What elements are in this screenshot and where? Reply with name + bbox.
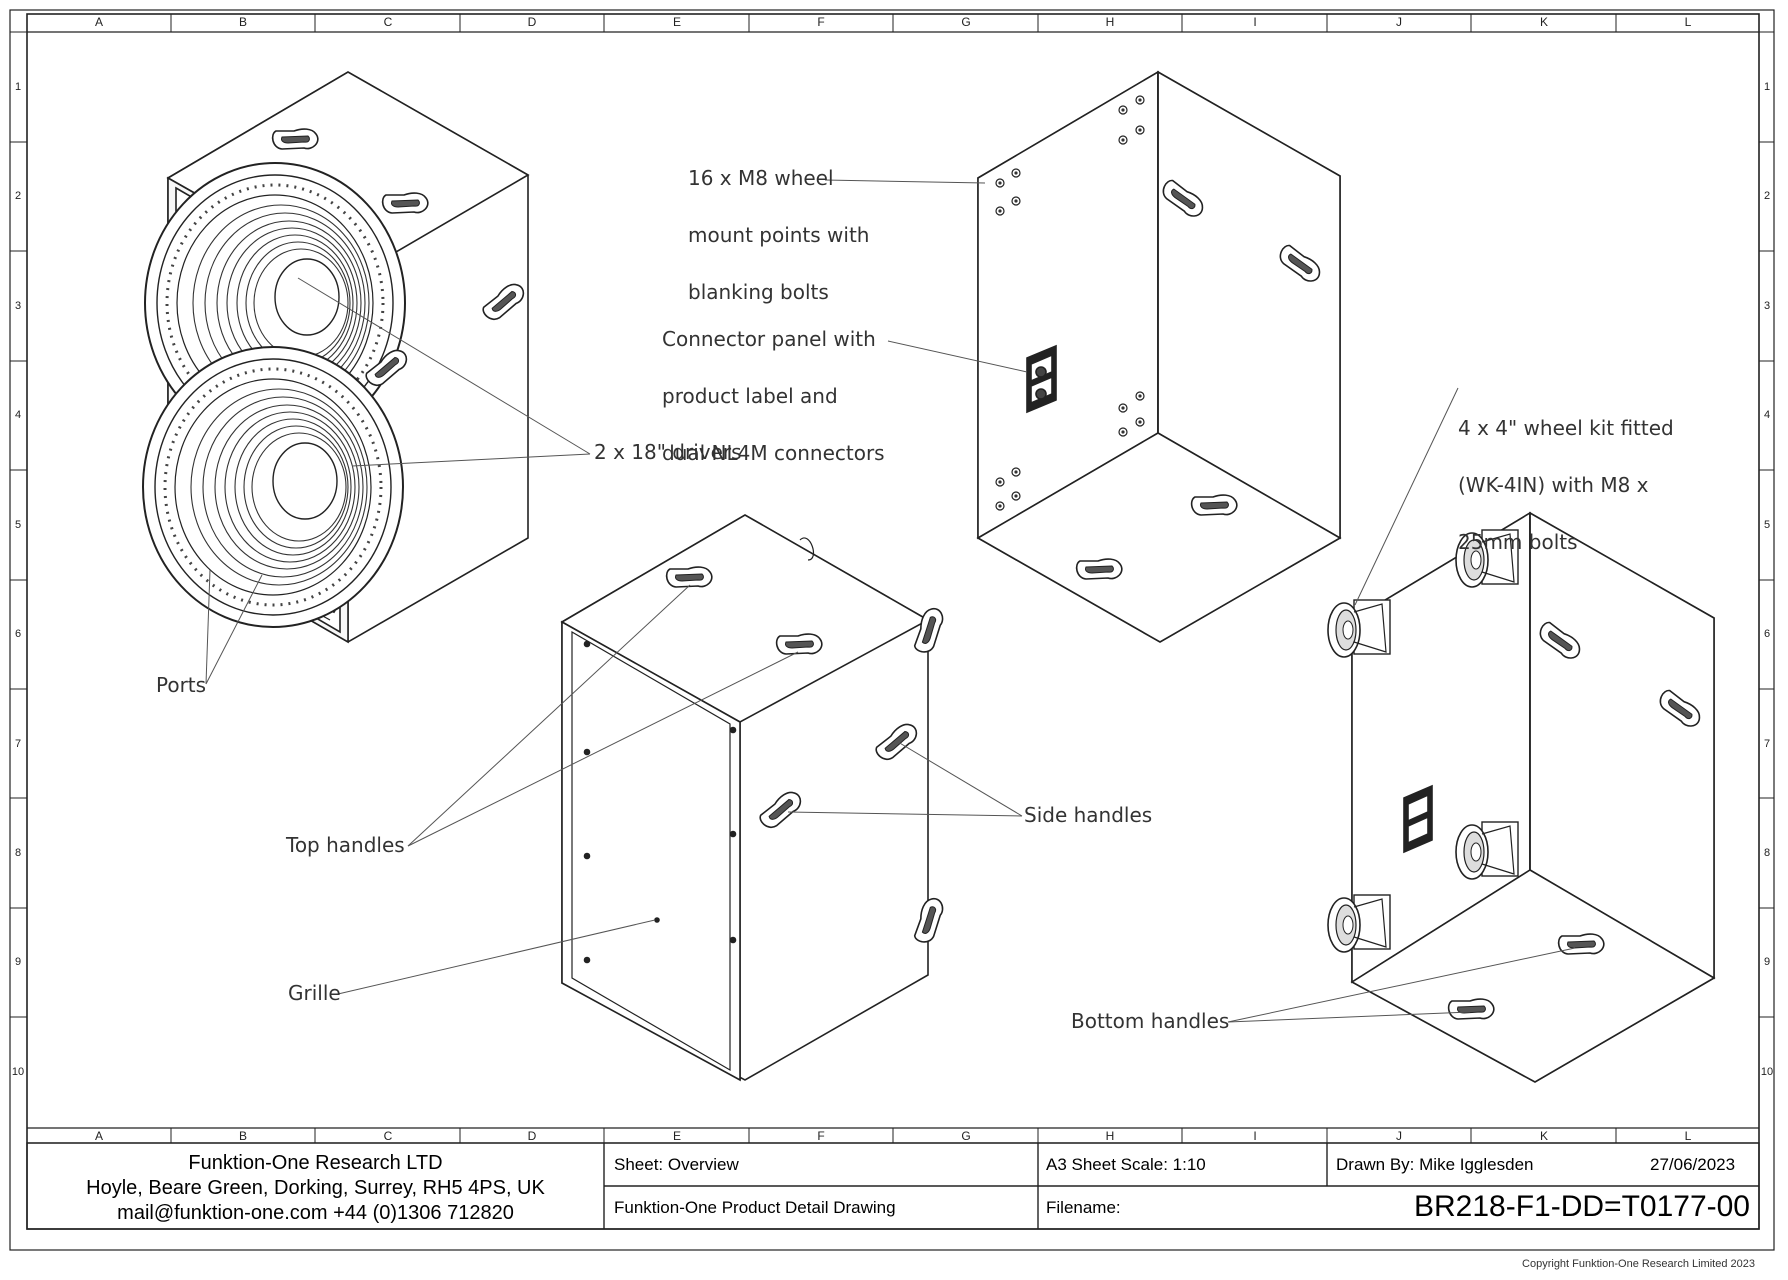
callout-wheel-kit: 4 x 4" wheel kit fitted (WK-4IN) with M8…: [1458, 416, 1674, 554]
callout-top-handles: Top handles: [286, 833, 405, 857]
row-label: 2: [14, 190, 22, 202]
column-label: G: [961, 15, 971, 29]
cabinet-bottom-view: [1350, 511, 1716, 1083]
top-handle-icon: [665, 566, 713, 588]
column-label: L: [1684, 1129, 1692, 1143]
leader-lines: [205, 179, 1576, 1023]
column-label: D: [527, 1129, 537, 1143]
cabinet-back-view: [976, 70, 1342, 643]
column-label: F: [817, 1129, 825, 1143]
sheet-scale: A3 Sheet Scale: 1:10: [1046, 1155, 1206, 1174]
column-label: I: [1253, 15, 1257, 29]
bottom-handle-icon: [1557, 933, 1605, 955]
callout-drivers: 2 x 18" drivers: [594, 440, 742, 464]
wheel-icon: [1455, 821, 1519, 880]
company-address: Hoyle, Beare Green, Dorking, Surrey, RH5…: [86, 1177, 545, 1199]
column-label: E: [672, 1129, 682, 1143]
column-label: I: [1253, 1129, 1257, 1143]
row-label: 9: [1763, 956, 1771, 968]
row-label: 9: [14, 956, 22, 968]
row-label: 4: [14, 409, 22, 421]
cabinet-rear-view: [560, 514, 930, 1082]
row-label: 6: [1763, 628, 1771, 640]
row-label: 3: [14, 300, 22, 312]
column-label: H: [1105, 1129, 1115, 1143]
column-label: A: [94, 1129, 104, 1143]
column-label: H: [1105, 15, 1115, 29]
callout-bottom-handles: Bottom handles: [1071, 1009, 1230, 1033]
row-label: 7: [14, 738, 22, 750]
row-label: 3: [1763, 300, 1771, 312]
row-label: 8: [14, 847, 22, 859]
column-label: C: [383, 15, 393, 29]
lower-driver-icon: [141, 345, 405, 629]
copyright-notice: Copyright Funktion-One Research Limited …: [1522, 1258, 1755, 1270]
column-label: G: [961, 1129, 971, 1143]
sheet-name: Sheet: Overview: [614, 1155, 739, 1174]
callout-ports: Ports: [156, 673, 207, 697]
callout-connector-panel: Connector panel with product label and d…: [662, 327, 885, 465]
row-label: 10: [11, 1066, 25, 1078]
row-label: 4: [1763, 409, 1771, 421]
row-label: 8: [1763, 847, 1771, 859]
callout-side-handles: Side handles: [1024, 803, 1153, 827]
row-label: 5: [14, 519, 22, 531]
column-label: A: [94, 15, 104, 29]
column-label: L: [1684, 15, 1692, 29]
column-label: B: [238, 15, 248, 29]
column-label: F: [817, 15, 825, 29]
callout-wheel-mount-points: 16 x M8 wheel mount points with blanking…: [688, 166, 870, 304]
row-label: 2: [1763, 190, 1771, 202]
top-handle-icon: [775, 633, 823, 655]
drawing-date: 27/06/2023: [1650, 1155, 1736, 1174]
column-label: J: [1396, 15, 1402, 29]
wheel-icon: [1327, 894, 1391, 953]
row-label: 6: [14, 628, 22, 640]
company-contact: mail@funktion-one.com +44 (0)1306 712820: [117, 1202, 514, 1224]
top-handle-icon: [271, 128, 319, 150]
bottom-handle-icon: [1447, 998, 1495, 1020]
column-label: B: [238, 1129, 248, 1143]
column-label: E: [672, 15, 682, 29]
filename-label: Filename:: [1046, 1198, 1121, 1217]
bottom-handle-icon: [1075, 558, 1123, 580]
callout-grille: Grille: [288, 981, 341, 1005]
row-label: 10: [1760, 1066, 1774, 1078]
drawn-by: Drawn By: Mike Igglesden: [1336, 1155, 1534, 1174]
company-name: Funktion-One Research LTD: [188, 1152, 443, 1174]
title-block-frame: [26, 1142, 1760, 1230]
row-label: 5: [1763, 519, 1771, 531]
column-label: D: [527, 15, 537, 29]
column-label: C: [383, 1129, 393, 1143]
column-label: J: [1396, 1129, 1402, 1143]
column-label: K: [1539, 1129, 1549, 1143]
bottom-handle-icon: [1190, 494, 1238, 516]
row-label: 1: [1763, 81, 1771, 93]
drawing-description: Funktion-One Product Detail Drawing: [614, 1198, 896, 1217]
top-handle-icon: [381, 192, 429, 214]
row-label: 1: [14, 81, 22, 93]
column-label: K: [1539, 15, 1549, 29]
wheel-icon: [1327, 599, 1391, 658]
drawing-filename: BR218-F1-DD=T0177-00: [1414, 1190, 1750, 1223]
row-label: 7: [1763, 738, 1771, 750]
